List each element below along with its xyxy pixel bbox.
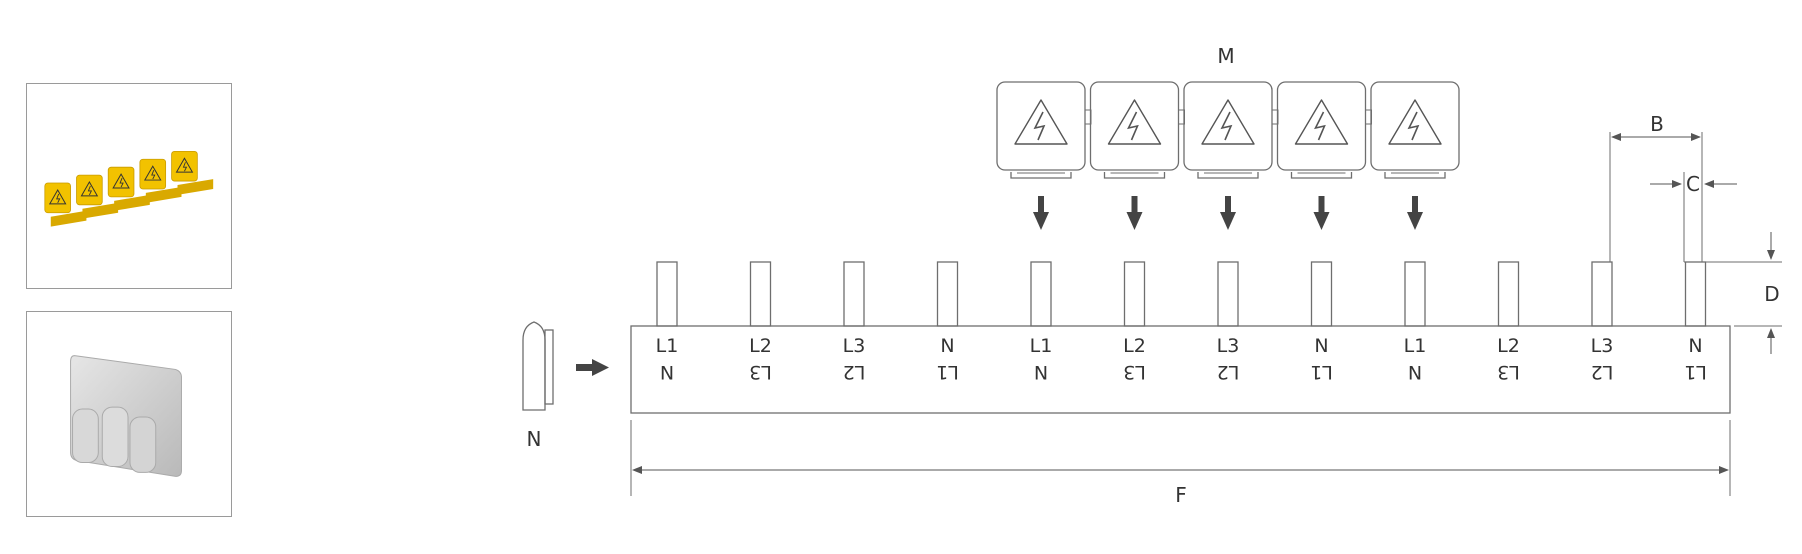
pin-phase-label: N [940, 335, 954, 357]
busbar-pins: L1NL2L3L3L2NL1L1NL2L3L3L2NL1L1NL2L3L3L2N… [656, 261, 1707, 383]
pin-width-label: C [1686, 172, 1700, 196]
yellow-cover [107, 166, 150, 211]
yellow-cover [139, 158, 182, 203]
yellow-cover-strip-icon [44, 150, 214, 227]
pin-phase-label-inverted: L3 [749, 361, 772, 383]
cover [996, 81, 1092, 179]
pin-phase-label: L3 [843, 335, 866, 357]
pin-phase-label: L3 [1591, 335, 1614, 357]
yellow-cover [171, 150, 214, 195]
high-voltage-icon [1107, 99, 1162, 145]
high-voltage-icon [1294, 99, 1349, 145]
pin-phase-label-inverted: L3 [1497, 361, 1520, 383]
pin-phase-label-inverted: L3 [1123, 361, 1146, 383]
cover [1276, 81, 1372, 179]
cover-strip-label: M [1217, 44, 1234, 68]
yellow-cover [76, 174, 119, 219]
pin-phase-label-inverted: L2 [843, 361, 866, 383]
high-voltage-icon [1014, 99, 1068, 145]
yellow-cover [44, 182, 87, 227]
pin-phase-label: L2 [749, 335, 772, 357]
pin: N L1 [1684, 261, 1707, 383]
pin: L1N [656, 261, 679, 383]
pin: N L1 [936, 261, 959, 383]
cover-strip [996, 81, 1460, 179]
pin: L1N [1404, 261, 1427, 383]
pin-phase-label-inverted: L2 [1217, 361, 1240, 383]
pin-phase-label-inverted: N [660, 361, 674, 383]
high-voltage-icon [1201, 99, 1255, 145]
pin-phase-label-inverted: N [1408, 361, 1422, 383]
pin-phase-label-inverted: N [1034, 361, 1048, 383]
cover [1089, 81, 1185, 179]
pin-phase-label: L2 [1123, 335, 1146, 357]
end-cap [522, 321, 554, 411]
pin-phase-label-inverted: L1 [1310, 361, 1333, 383]
high-voltage-icon [1388, 99, 1442, 145]
pin-phase-label: L1 [1404, 335, 1427, 357]
pin: N L1 [1310, 261, 1333, 383]
down-arrow-icon [1313, 196, 1330, 230]
pin-phase-label: L3 [1217, 335, 1240, 357]
total-length-label: F [1175, 483, 1187, 507]
pin-phase-label: N [1688, 335, 1702, 357]
cover [1183, 81, 1279, 179]
busbar-body [630, 325, 1731, 414]
down-arrow-icon [1407, 196, 1423, 230]
cover [1370, 81, 1460, 179]
pin-phase-label-inverted: L1 [936, 361, 959, 383]
right-arrow-icon [576, 359, 609, 376]
cover-strip-photo [26, 83, 232, 289]
pin: L1N [1030, 261, 1053, 383]
pin-phase-label: L2 [1497, 335, 1520, 357]
pin-pitch-label: B [1650, 112, 1664, 136]
end-cap-photo [26, 311, 232, 517]
pin-phase-label-inverted: L2 [1591, 361, 1614, 383]
pin-phase-label: L1 [656, 335, 679, 357]
pin-phase-label: L1 [1030, 335, 1053, 357]
down-arrow-icon [1033, 196, 1049, 230]
pin-height-label: D [1764, 282, 1779, 306]
down-arrow-icon [1126, 196, 1143, 230]
end-cap-label: N [527, 427, 542, 451]
pin-phase-label-inverted: L1 [1684, 361, 1707, 383]
grey-end-cap-icon [70, 355, 182, 477]
pin-phase-label: N [1314, 335, 1328, 357]
down-arrow-icon [1220, 196, 1236, 230]
